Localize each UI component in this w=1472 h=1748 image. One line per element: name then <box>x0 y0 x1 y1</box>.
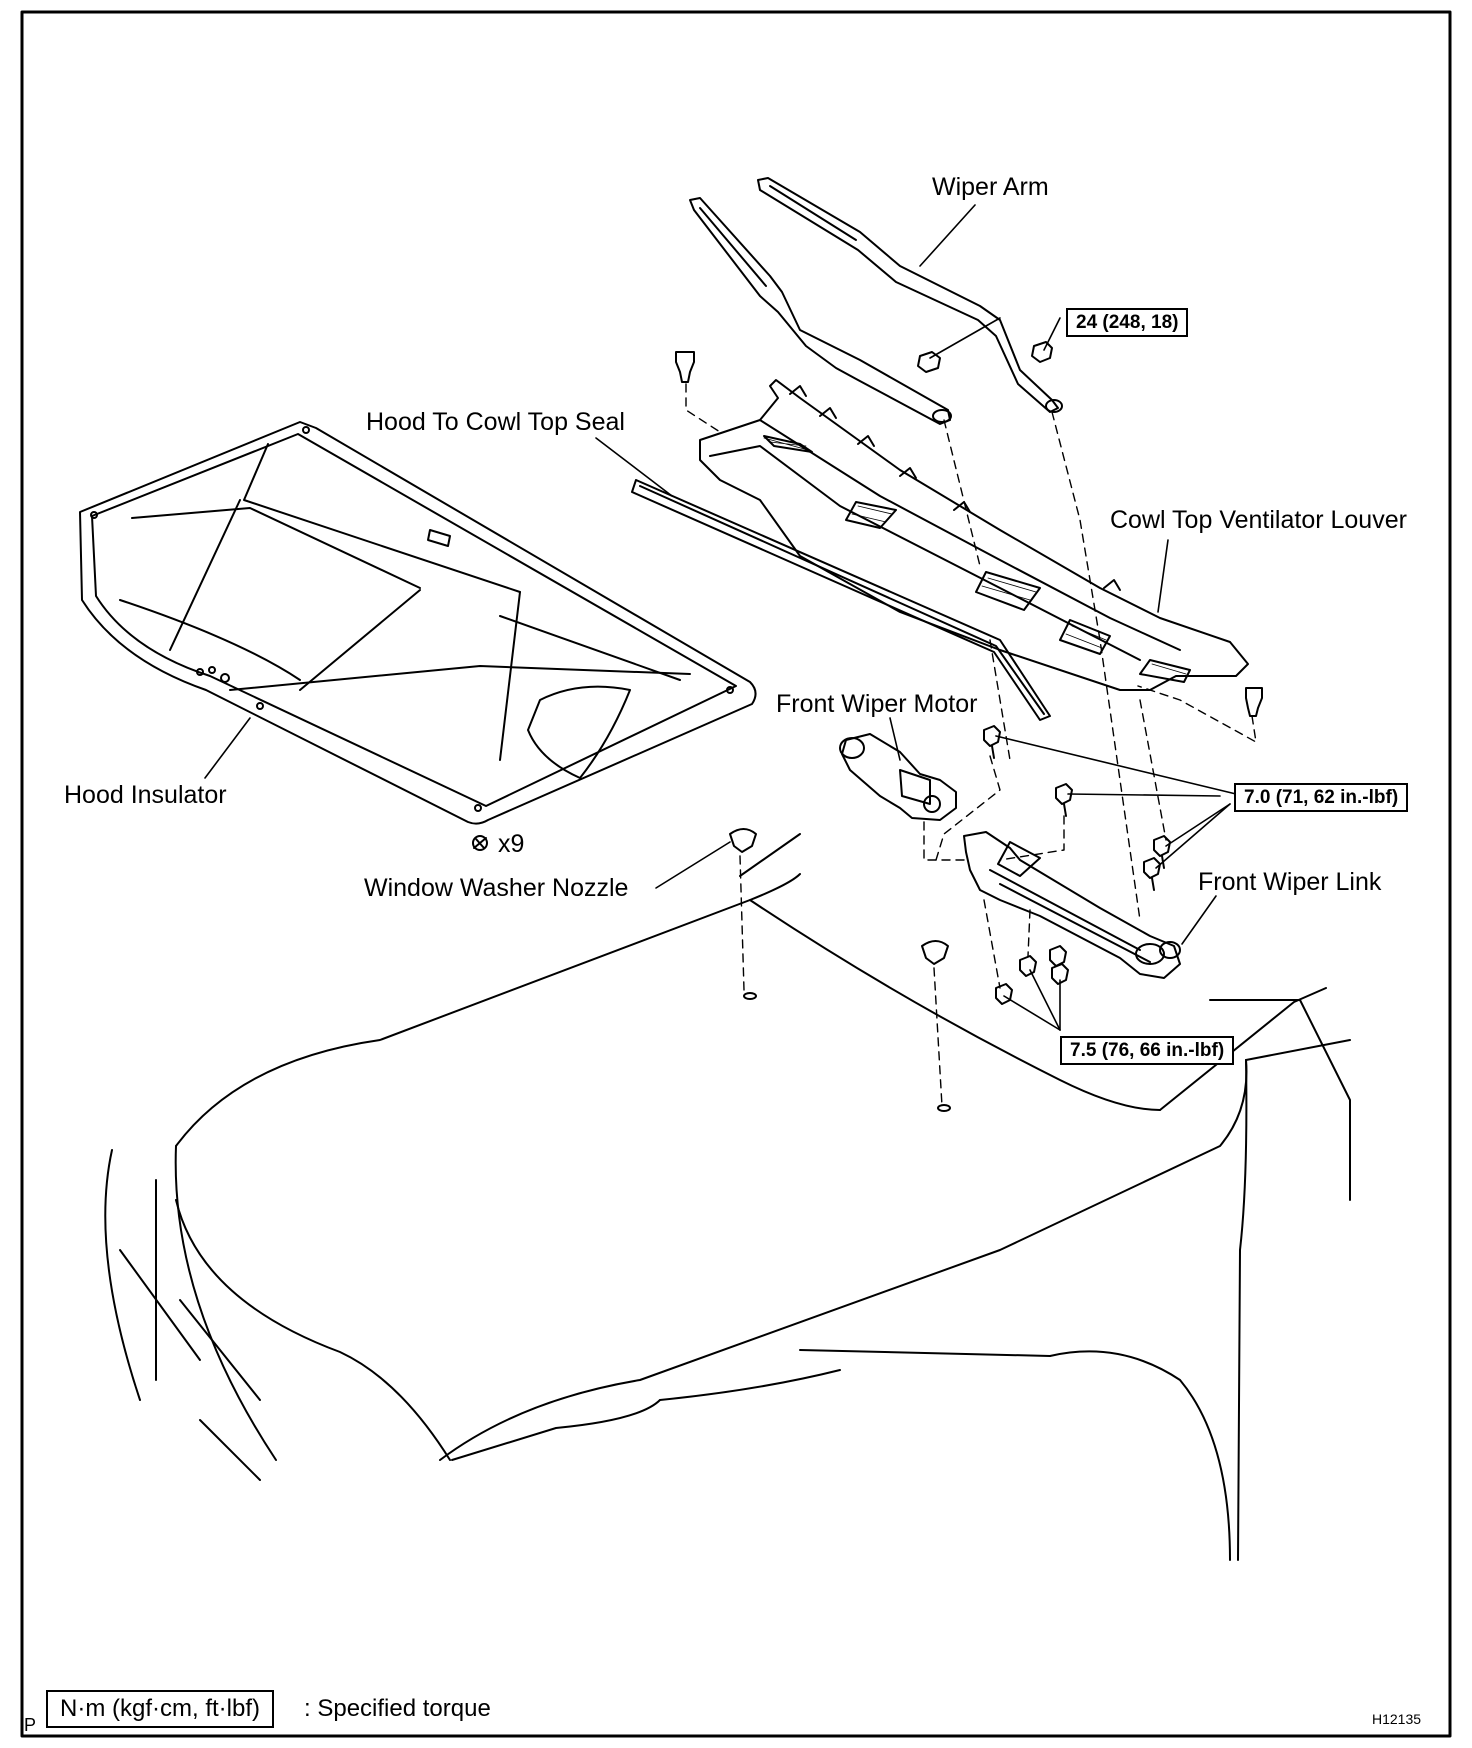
figure-frame <box>20 10 1452 1738</box>
label-hood-to-cowl-top-seal: Hood To Cowl Top Seal <box>366 408 625 436</box>
vehicle-body <box>104 833 1351 1561</box>
torque-wiper-link-bolt: 7.0 (71, 62 in.-lbf) <box>1234 783 1409 812</box>
label-window-washer-nozzle: Window Washer Nozzle <box>364 874 629 902</box>
label-front-wiper-motor: Front Wiper Motor <box>776 690 978 718</box>
label-cowl-top-ventilator-louver: Cowl Top Ventilator Louver <box>1110 506 1407 534</box>
torque-wiper-arm-nut: 24 (248, 18) <box>1066 308 1189 337</box>
hood-seal-drawing <box>631 479 1051 721</box>
wiper-arm-nuts <box>917 341 1053 373</box>
label-hood-insulator: Hood Insulator <box>64 781 227 809</box>
front-wiper-link-drawing <box>963 831 1181 979</box>
legend-unit-box: N·m (kgf·cm, ft·lbf) <box>46 1690 274 1728</box>
hood-insulator-leader <box>204 717 251 779</box>
cowl-clips <box>675 351 1263 717</box>
figure-id: H12135 <box>1372 1711 1422 1727</box>
washer-nozzles <box>729 828 949 965</box>
assembly-lines <box>685 383 1257 1107</box>
cowl-louver-leader <box>1157 539 1169 613</box>
front-wiper-motor-leader <box>889 717 901 761</box>
clip-symbol <box>472 835 488 851</box>
label-front-wiper-link: Front Wiper Link <box>1198 868 1382 896</box>
label-clip-count: x9 <box>498 830 525 858</box>
corner-mark-p: P <box>24 1715 37 1735</box>
washer-nozzle-leader <box>655 841 731 889</box>
legend-description: : Specified torque <box>304 1695 491 1722</box>
torque-wiper-motor-bolt: 7.5 (76, 66 in.-lbf) <box>1060 1036 1235 1065</box>
front-wiper-link-leader <box>1181 895 1217 945</box>
hood-seal-leader <box>595 437 673 497</box>
cowl-louver-drawing <box>699 379 1249 691</box>
wiper-arm-leader <box>919 204 976 267</box>
front-wiper-motor-drawing <box>839 733 957 821</box>
wiper-arms-drawing <box>689 177 1063 425</box>
cowl-louver-grille <box>763 437 1187 675</box>
link-bolts <box>983 725 1171 891</box>
label-wiper-arm: Wiper Arm <box>932 173 1049 201</box>
hood-insulator-drawing <box>79 421 757 825</box>
